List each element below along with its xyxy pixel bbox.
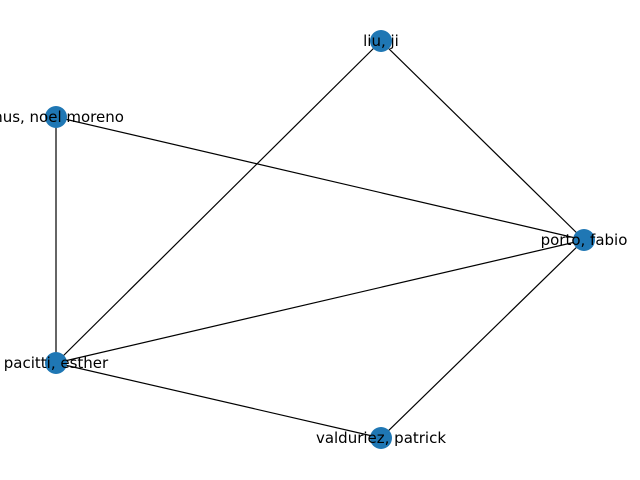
node-label-liu: liu, ji <box>363 32 399 50</box>
edge-liu-porto <box>380 40 585 241</box>
node-label-valduriez: valduriez, patrick <box>316 429 446 447</box>
node-noel <box>45 106 67 128</box>
node-label-porto: porto, fabio <box>541 231 628 249</box>
edge-liu-pacitti <box>55 40 382 364</box>
node-label-noel: mus, noel moreno <box>0 108 124 126</box>
edge-pacitti-porto <box>55 239 585 364</box>
edge-noel-porto <box>55 116 585 241</box>
node-valduriez <box>370 427 392 449</box>
node-porto <box>573 229 595 251</box>
node-liu <box>370 30 392 52</box>
labels-layer: liu, ji mus, noel moreno porto, fabio pacit… <box>0 32 627 447</box>
edge-valduriez-porto <box>380 239 585 439</box>
edge-pacitti-valduriez <box>55 362 382 439</box>
node-label-pacitti: pacitti, esther <box>4 354 109 372</box>
edges-layer <box>55 40 585 439</box>
nodes-layer <box>45 30 595 449</box>
node-pacitti <box>45 352 67 374</box>
